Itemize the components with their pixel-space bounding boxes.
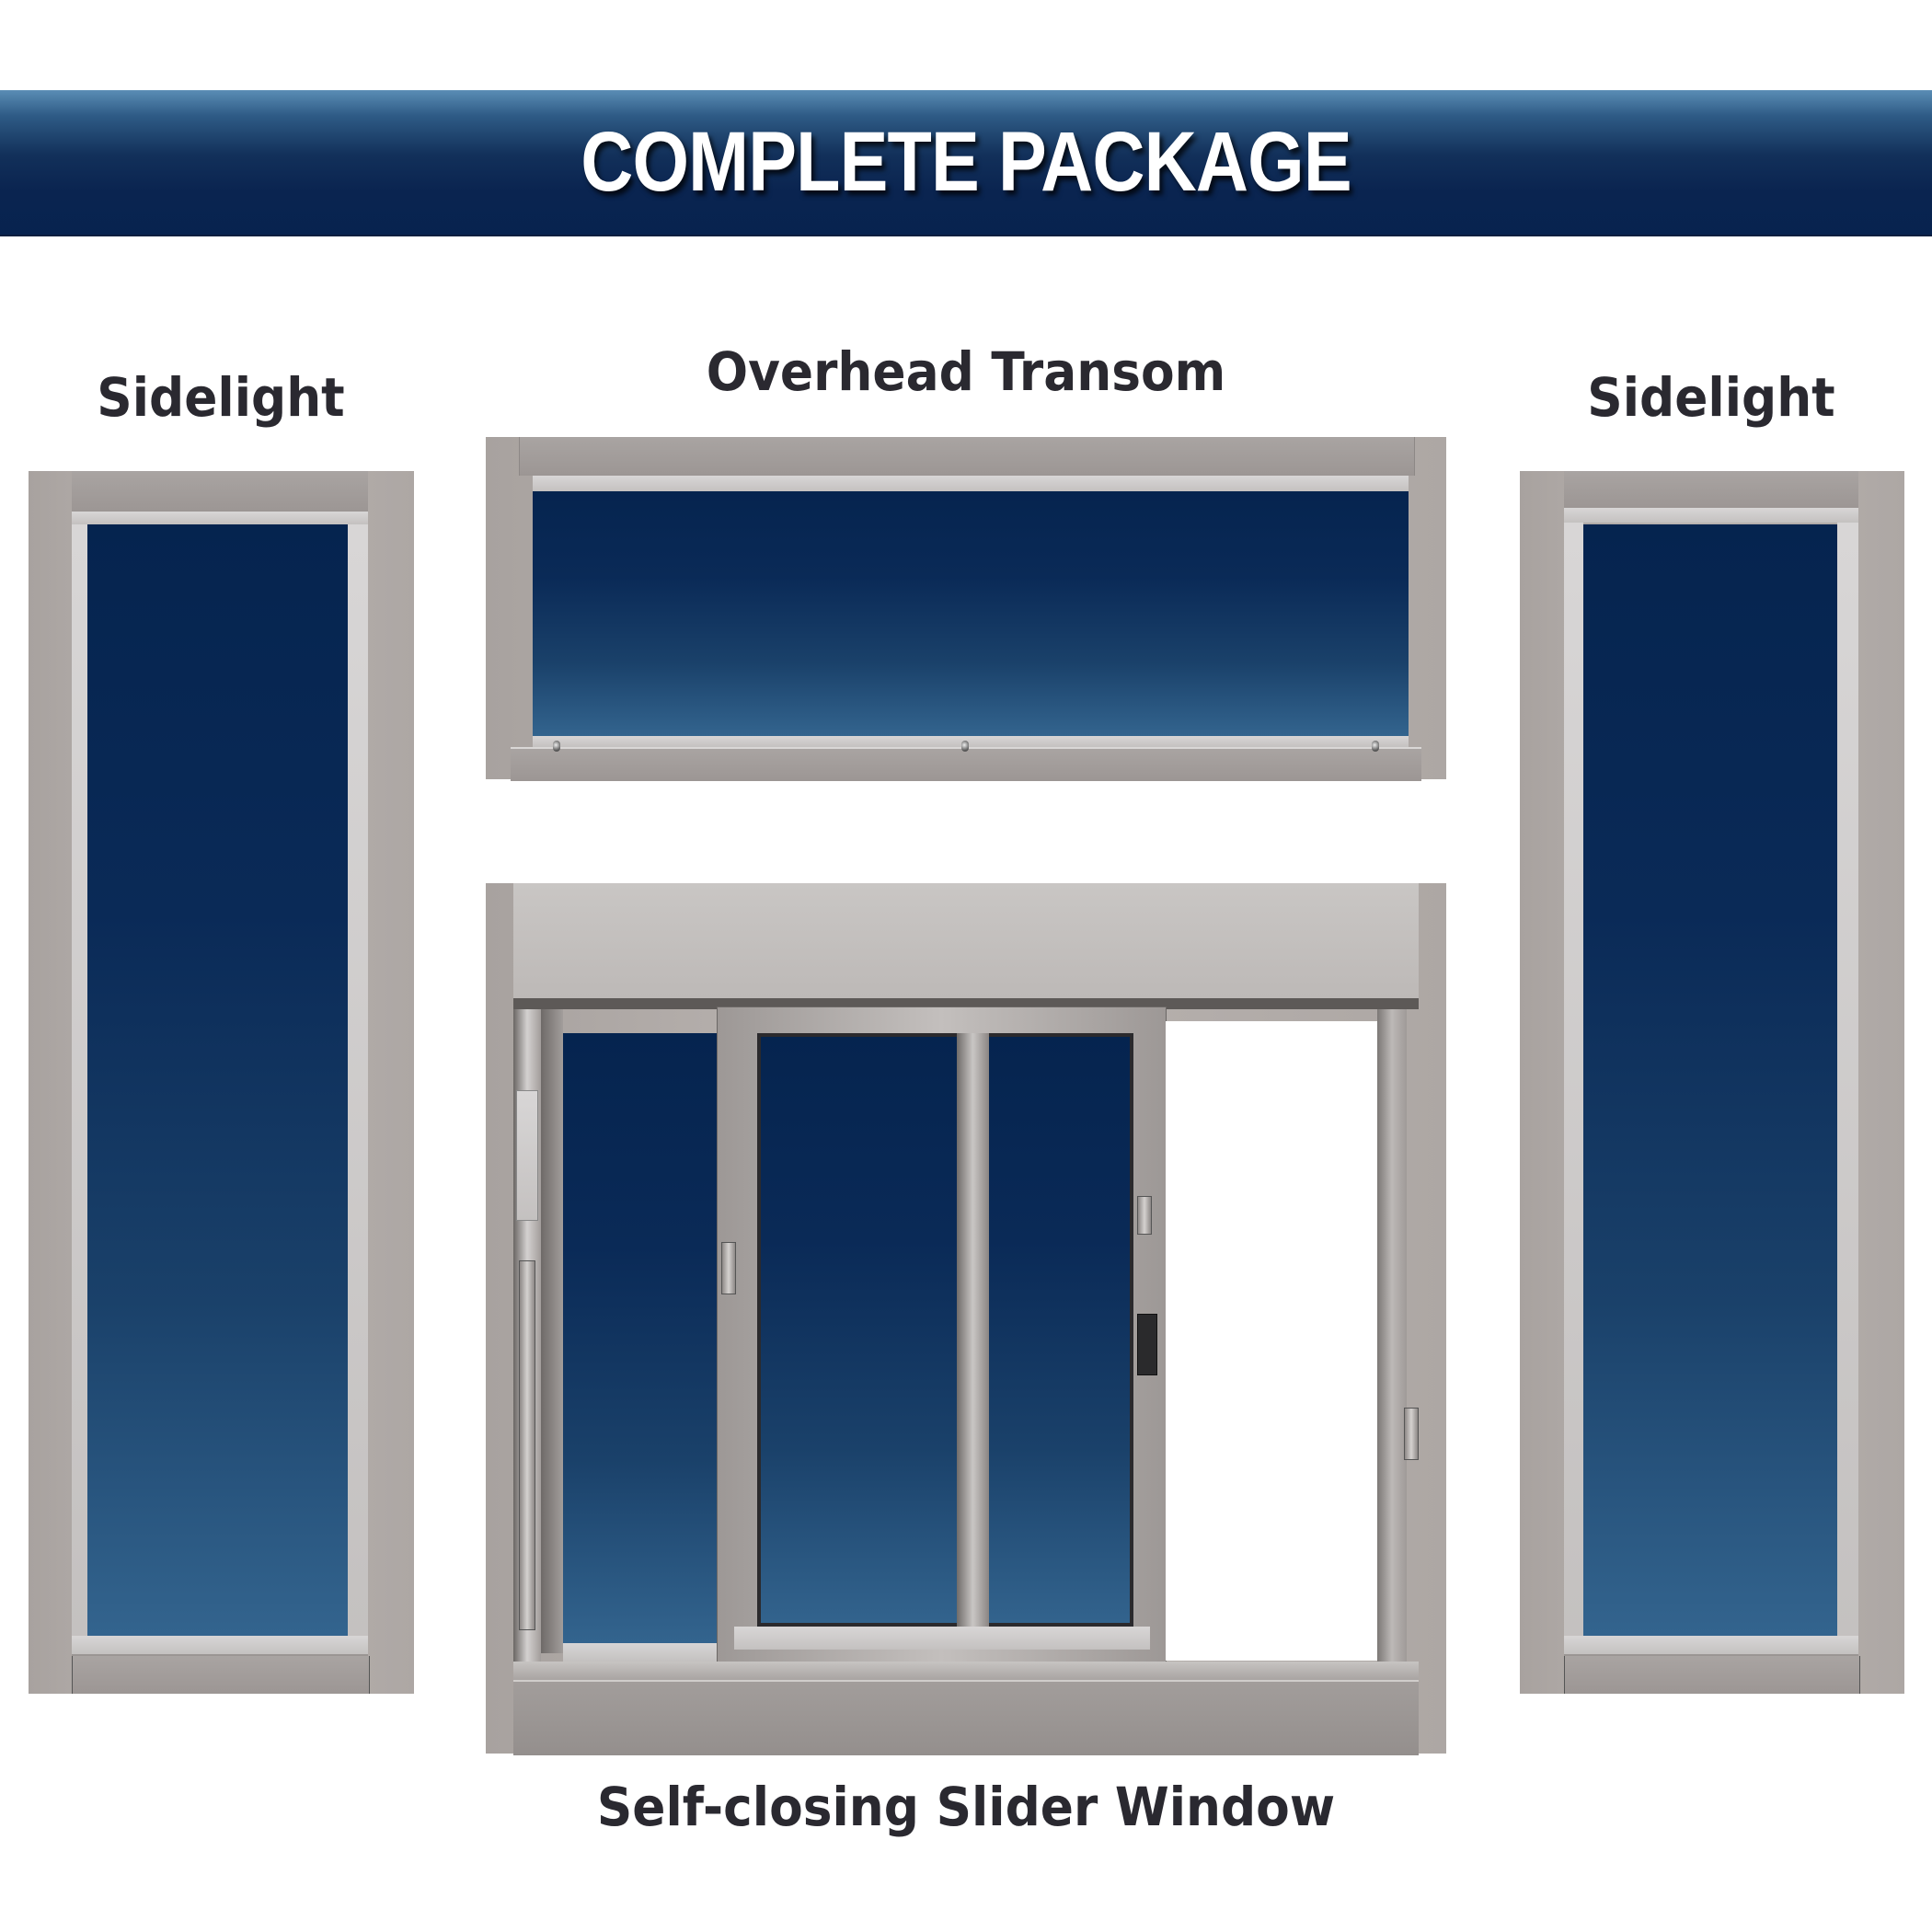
sliding-sash-bottom-bead bbox=[734, 1627, 1150, 1650]
left-sidelight-sill bbox=[72, 1656, 370, 1694]
left-sidelight-glass bbox=[87, 524, 348, 1636]
right-sidelight-bottom-stop bbox=[1564, 1636, 1858, 1656]
left-sidelight-left-stop bbox=[72, 524, 87, 1638]
transom-label: Overhead Transom bbox=[706, 340, 1226, 403]
transom-head bbox=[519, 437, 1415, 476]
banner-title: COMPLETE PACKAGE bbox=[581, 115, 1351, 209]
left-sidelight-top-stop bbox=[72, 512, 368, 524]
transom-screw-center-icon bbox=[961, 741, 969, 752]
slider-window bbox=[486, 883, 1446, 1755]
transom-bottom-stop bbox=[533, 736, 1409, 747]
right-sidelight-head bbox=[1564, 471, 1858, 508]
transom-screw-left-icon bbox=[553, 741, 560, 752]
right-sidelight-glass bbox=[1583, 524, 1837, 1636]
right-sidelight-left-stop bbox=[1564, 523, 1583, 1636]
right-sidelight-top-stop bbox=[1564, 508, 1858, 523]
overhead-transom-window bbox=[486, 437, 1446, 781]
sliding-sash-mullion bbox=[957, 1033, 989, 1627]
left-sidelight-label: Sidelight bbox=[97, 366, 345, 429]
slider-sill bbox=[513, 1680, 1419, 1755]
slider-right-jamb bbox=[1377, 1009, 1407, 1662]
fixed-pane-bottom-rail bbox=[563, 1643, 738, 1662]
fixed-pane-glass bbox=[563, 1033, 738, 1643]
right-sidelight-label: Sidelight bbox=[1587, 366, 1835, 429]
closer-rod bbox=[519, 1260, 535, 1630]
slider-header-track bbox=[513, 998, 1419, 1009]
slider-header bbox=[513, 883, 1419, 998]
strike-plate bbox=[1404, 1408, 1419, 1460]
right-sidelight-sill bbox=[1564, 1656, 1860, 1694]
sash-lock-lever-icon[interactable] bbox=[1137, 1196, 1152, 1235]
transom-screw-right-icon bbox=[1372, 741, 1379, 752]
sliding-sash-glass bbox=[757, 1033, 1133, 1627]
left-sidelight-window bbox=[29, 471, 414, 1694]
sash-lock-keeper[interactable] bbox=[1137, 1314, 1157, 1375]
slider-open-area bbox=[1166, 1021, 1377, 1661]
closer-label-plate bbox=[516, 1090, 538, 1221]
transom-sill bbox=[511, 747, 1421, 781]
left-sidelight-bottom-stop bbox=[72, 1636, 368, 1656]
right-sidelight-right-stop bbox=[1837, 523, 1858, 1636]
slider-label: Self-closing Slider Window bbox=[596, 1776, 1336, 1838]
slider-track bbox=[513, 1662, 1419, 1680]
right-sidelight-window bbox=[1520, 471, 1904, 1694]
left-sidelight-right-stop bbox=[348, 524, 368, 1638]
header-banner bbox=[0, 90, 1932, 236]
transom-glass bbox=[533, 491, 1409, 736]
sash-pull-handle[interactable] bbox=[721, 1242, 736, 1294]
fixed-pane-left-stile bbox=[541, 1009, 563, 1653]
left-sidelight-head bbox=[72, 471, 368, 512]
transom-top-stop bbox=[533, 476, 1409, 491]
